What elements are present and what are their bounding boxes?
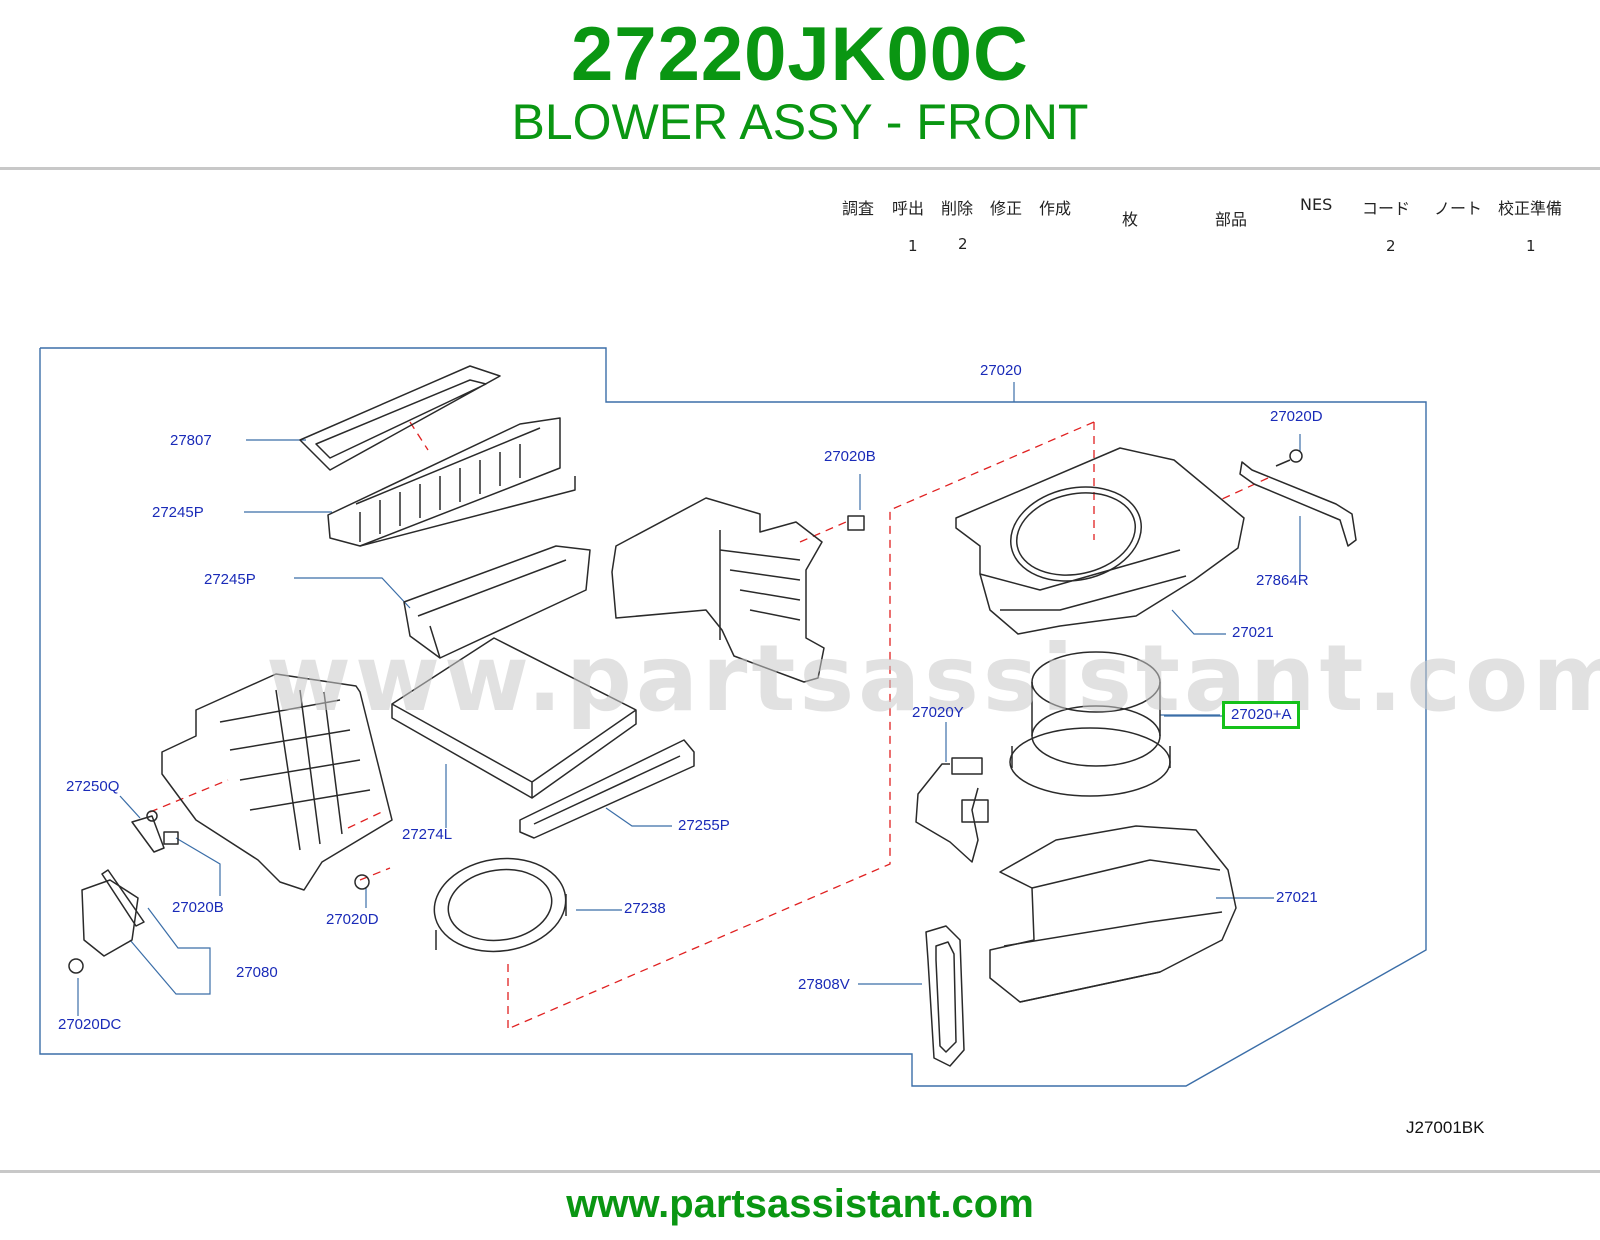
part-27020DC-screw-drawing: [68, 958, 84, 974]
callout-27245P-upper[interactable]: 27245P: [152, 504, 204, 521]
callout-27020D-upper[interactable]: 27020D: [1270, 408, 1323, 425]
callout-27020A-highlighted[interactable]: 27020+A: [1222, 701, 1301, 729]
info-header-sakusei: 作成: [1039, 199, 1072, 218]
info-header-buhin: 部品: [1215, 210, 1248, 229]
part-27021-lower-drawing: [989, 825, 1237, 1003]
info-header-kosei: 校正準備: [1498, 199, 1563, 218]
callout-27020B-left[interactable]: 27020B: [172, 899, 224, 916]
info-header-code: コード: [1362, 199, 1411, 218]
part-27808V-drawing: [925, 925, 965, 1067]
callout-27020DC[interactable]: 27020DC: [58, 1016, 122, 1033]
info-header-yobidashi: 呼出: [892, 199, 925, 218]
callout-27020D-lower[interactable]: 27020D: [326, 911, 379, 928]
part-number: 27220JK00C: [571, 12, 1029, 97]
part-heater-housing-drawing: [161, 673, 393, 891]
revision-info-table: 調査 呼出 削除 修正 作成 枚 部品 NES コード ノート 校正準備 1 2…: [830, 193, 1570, 273]
callout-27274L[interactable]: 27274L: [402, 826, 453, 843]
part-27021-upper-drawing: [955, 447, 1245, 635]
callout-27080[interactable]: 27080: [236, 964, 278, 981]
info-value-code: 2: [1386, 237, 1396, 255]
callout-27238[interactable]: 27238: [624, 900, 666, 917]
info-header-mai: 枚: [1122, 210, 1139, 229]
part-27020B-clip-left: [163, 831, 179, 845]
footer-website-link[interactable]: www.partsassistant.com: [566, 1182, 1034, 1226]
leader-lines: [77, 382, 1301, 1016]
callout-27245P-lower[interactable]: 27245P: [204, 571, 256, 588]
callout-27021-upper[interactable]: 27021: [1232, 624, 1274, 641]
footer-divider: [0, 1170, 1600, 1173]
info-value-yobidashi: 1: [908, 237, 918, 255]
callout-27250Q[interactable]: 27250Q: [66, 778, 120, 795]
callout-27020Y[interactable]: 27020Y: [912, 704, 964, 721]
diagram-reference-code: J27001BK: [1406, 1118, 1485, 1137]
part-27245P-upper-drawing: [327, 417, 561, 547]
part-27864R-drawing: [1239, 461, 1357, 547]
part-center-duct-drawing: [611, 497, 825, 683]
alignment-dashed-lines: [149, 421, 1269, 1029]
info-header-shusei: 修正: [990, 199, 1023, 218]
part-drawings: [68, 365, 1357, 1067]
part-27250Q-drawing: [131, 815, 165, 853]
part-27274L-drawing: [391, 637, 637, 799]
info-value-kosei: 1: [1526, 237, 1536, 255]
info-header-note: ノート: [1434, 199, 1483, 218]
part-27238-drawing: [433, 857, 567, 953]
part-27807-drawing: [299, 365, 501, 471]
info-header-chosa: 調査: [842, 199, 875, 218]
part-title: BLOWER ASSY - FRONT: [511, 94, 1089, 150]
callout-27255P[interactable]: 27255P: [678, 817, 730, 834]
watermark: www.partsassistant.com: [266, 625, 1600, 732]
part-27020D-screw-drawing: [354, 874, 370, 890]
callout-27807[interactable]: 27807: [170, 432, 212, 449]
info-header-sakujo: 削除: [941, 199, 974, 218]
callout-27020[interactable]: 27020: [980, 362, 1022, 379]
part-27020B-clip-center: [847, 515, 865, 531]
part-27245P-lower-drawing: [403, 545, 591, 659]
page-header: 27220JK00C BLOWER ASSY - FRONT: [0, 0, 1600, 168]
diagram-drawing: [39, 347, 1427, 1087]
part-27020D-bolt-drawing: [1289, 449, 1303, 463]
callout-27021-lower[interactable]: 27021: [1276, 889, 1318, 906]
assembly-boundary: [39, 347, 1427, 1087]
callout-27020B-center[interactable]: 27020B: [824, 448, 876, 465]
info-header-nes: NES: [1300, 195, 1333, 214]
exploded-parts-diagram: www.partsassistant.com 27807 27245P 2724…: [0, 170, 1600, 1170]
header-divider: [0, 167, 1600, 170]
info-value-sakujo: 2: [958, 235, 968, 253]
callout-27864R[interactable]: 27864R: [1256, 572, 1309, 589]
part-27255P-drawing: [519, 739, 695, 839]
callout-27808V[interactable]: 27808V: [798, 976, 850, 993]
part-27020Y-harness-drawing: [915, 763, 979, 863]
part-27080-actuator-drawing: [81, 879, 139, 957]
